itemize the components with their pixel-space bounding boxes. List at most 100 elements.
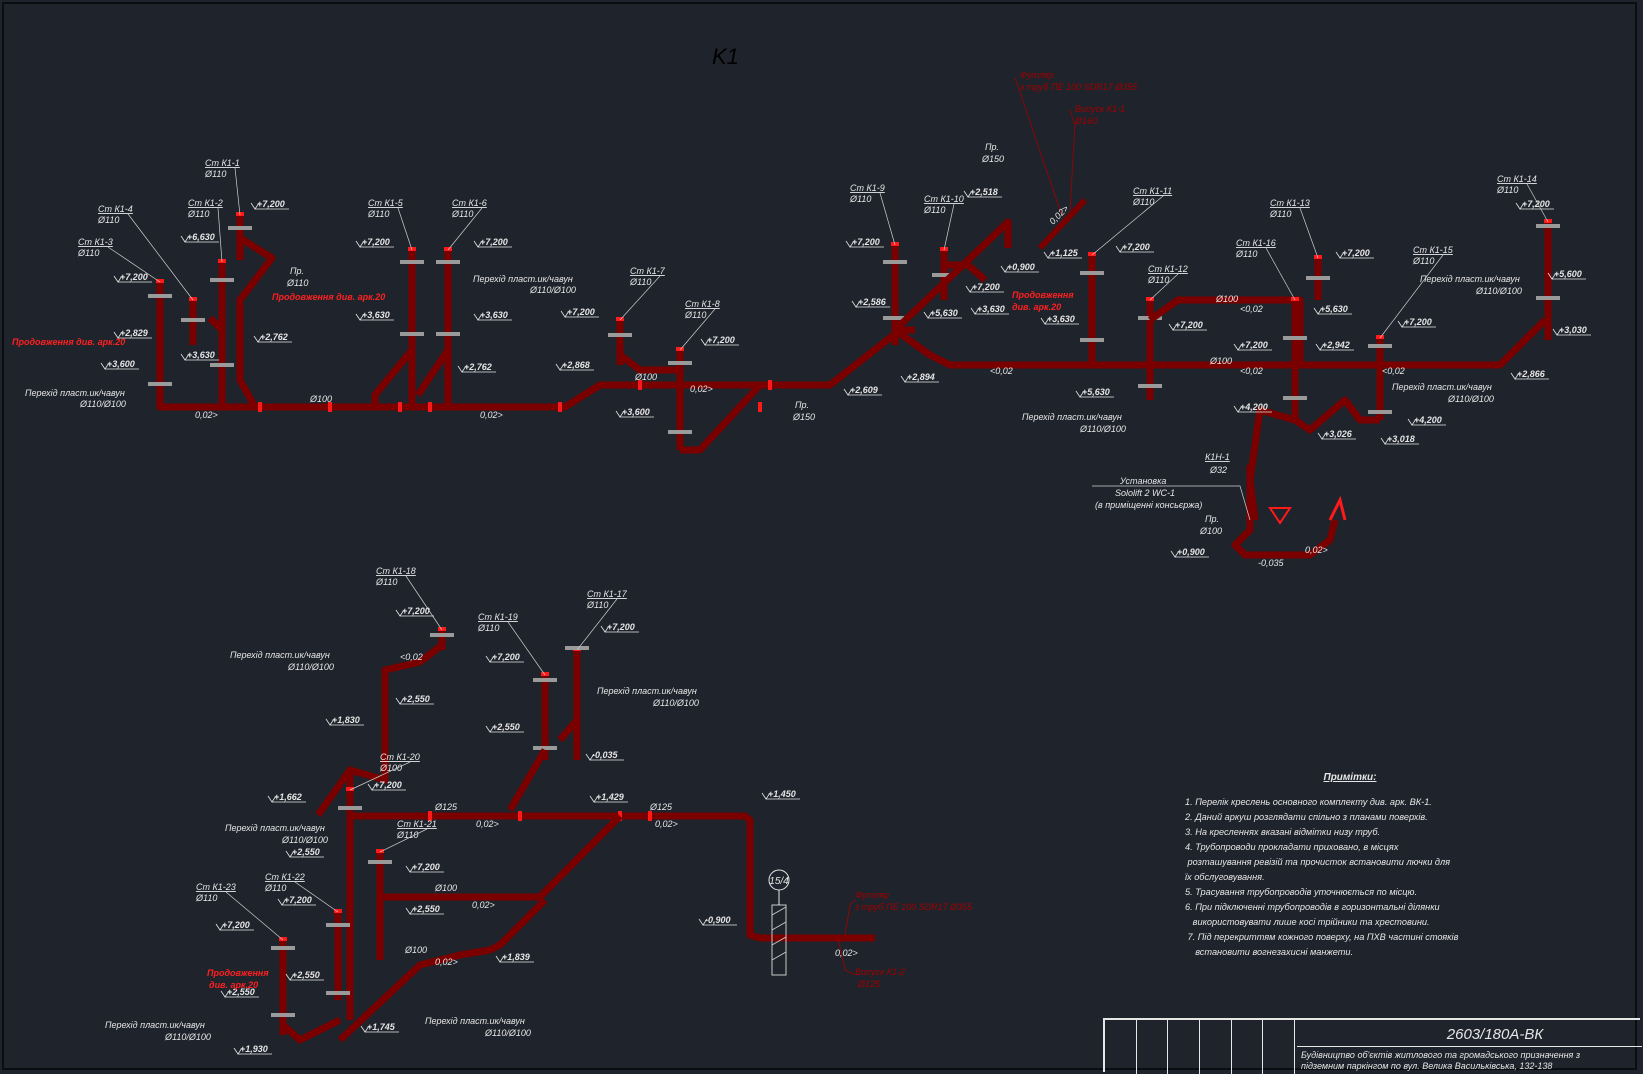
wall-hatch xyxy=(771,936,787,946)
pump-line xyxy=(1246,406,1296,521)
branch-k1-21 xyxy=(380,813,623,901)
level-label: +4,200 xyxy=(1414,415,1442,425)
riser-name: Ст К1-11 xyxy=(1133,186,1172,196)
slope-label: <0,02 xyxy=(400,652,423,662)
riser-diameter: Ø110 xyxy=(195,893,217,903)
continuation-note: Продовження xyxy=(1012,290,1074,300)
level-mark-arrow xyxy=(1317,432,1327,440)
outlet-line xyxy=(892,218,1012,333)
level-label: +2,866 xyxy=(1517,369,1546,379)
riser-cap xyxy=(1088,252,1096,256)
leader-line xyxy=(107,246,161,283)
continuation-note: Продовження xyxy=(207,968,269,978)
level-mark-arrow xyxy=(1000,265,1010,273)
transition-label: Перехід пласт.ик/чавун xyxy=(425,1016,525,1026)
level-mark-arrow xyxy=(233,1047,243,1055)
level-label: +7,200 xyxy=(1240,340,1268,350)
level-label: +7,200 xyxy=(567,307,595,317)
level-mark-arrow xyxy=(1043,251,1053,259)
riser-name: Ст К1-10 xyxy=(924,194,964,204)
project-description-line-2: підземним паркінгом по вул. Велика Васил… xyxy=(1301,1061,1553,1071)
pipe-diameter: Ø100 xyxy=(634,372,657,382)
level-label: +2,609 xyxy=(850,385,878,395)
riser-cap xyxy=(334,909,342,913)
level-mark-arrow xyxy=(761,792,771,800)
slope-label: 0,02> xyxy=(655,819,678,829)
riser-diameter: Ø110 xyxy=(375,577,397,587)
probe-label: Пр. xyxy=(795,400,809,410)
level-label: +7,200 xyxy=(1122,242,1150,252)
axis-label: 15/4 xyxy=(769,876,789,887)
level-label: +7,200 xyxy=(222,920,250,930)
level-mark-arrow xyxy=(250,202,260,210)
transition-label: Перехід пласт.ик/чавун xyxy=(225,823,325,833)
pipe-joint xyxy=(518,811,522,821)
wall-hatch xyxy=(771,951,787,961)
outlet-pipe xyxy=(1037,197,1088,251)
level-mark-arrow xyxy=(1315,343,1325,351)
leader-line xyxy=(943,203,955,251)
riser-cap xyxy=(676,347,684,351)
level-label: -0,035 xyxy=(1258,558,1285,568)
slope-label: 0,02> xyxy=(435,957,458,967)
level-mark-arrow xyxy=(473,313,483,321)
leader-line xyxy=(1299,207,1319,259)
leader-line xyxy=(1091,195,1164,256)
level-label: +7,200 xyxy=(1342,248,1370,258)
level-mark-arrow xyxy=(585,753,595,761)
riser-diameter: Ø110 xyxy=(1412,256,1434,266)
level-label: +3,630 xyxy=(977,304,1005,314)
riser-name: Ст К1-22 xyxy=(265,872,305,882)
level-mark-arrow xyxy=(285,850,295,858)
flow-arrow xyxy=(1328,495,1347,521)
pipe-diameter: Ø100 xyxy=(404,945,427,955)
transition-diameter: Ø110/Ø100 xyxy=(79,399,126,409)
riser-cap xyxy=(1544,219,1552,223)
riser-name: Ст К1-16 xyxy=(1236,238,1276,248)
pipe-joint xyxy=(258,402,262,412)
probe-diameter: Ø100 xyxy=(1199,526,1222,536)
level-mark-arrow xyxy=(180,235,190,243)
outlet-leader xyxy=(1069,109,1076,211)
notes-block: Примітки: 1. Перелік креслень основного … xyxy=(1185,770,1515,960)
leader-line xyxy=(397,207,413,251)
level-label: +7,200 xyxy=(402,606,430,616)
level-mark-arrow xyxy=(1233,405,1243,413)
pump-line-label: К1Н-1 xyxy=(1205,452,1230,462)
level-label: +1,930 xyxy=(240,1044,268,1054)
probe-label: Пр. xyxy=(290,266,304,276)
level-label: +7,200 xyxy=(1522,199,1550,209)
level-label: +7,200 xyxy=(707,335,735,345)
branch-k1-12 xyxy=(1147,296,1304,365)
project-description-line-1: Будівництво об'єктів житлового та громад… xyxy=(1301,1050,1581,1060)
level-mark-arrow xyxy=(1170,550,1180,558)
level-label: +2,829 xyxy=(120,328,148,338)
level-mark-arrow xyxy=(405,865,415,873)
riser-diameter: Ø100 xyxy=(379,763,402,773)
branch-k1-8 xyxy=(680,382,763,454)
level-mark-arrow xyxy=(473,240,483,248)
continuation-note: див. арк.20 xyxy=(1012,302,1061,312)
level-mark-arrow xyxy=(457,365,467,373)
riser-cap xyxy=(616,317,624,321)
riser-diameter: Ø110 xyxy=(396,830,418,840)
level-label: +2,550 xyxy=(412,904,440,914)
outlet-label: Випуск К1-2 xyxy=(855,967,905,977)
level-mark-arrow xyxy=(1510,372,1520,380)
probe-label: Пр. xyxy=(985,142,999,152)
level-label: +2,894 xyxy=(907,372,935,382)
leader-line xyxy=(1092,485,1251,521)
level-mark-arrow xyxy=(555,363,565,371)
slope-label: <0,02 xyxy=(1382,366,1405,376)
level-label: +7,200 xyxy=(1404,317,1432,327)
continuation-note: див. арк.20 xyxy=(209,980,258,990)
level-label: +1,429 xyxy=(596,792,624,802)
riser-cap xyxy=(1376,335,1384,339)
riser-diameter: Ø110 xyxy=(77,248,99,258)
pipe-diameter: Ø100 xyxy=(1209,356,1232,366)
transition-label: Перехід пласт.ик/чавун xyxy=(473,274,573,284)
riser-diameter: Ø110 xyxy=(367,209,389,219)
leader-line xyxy=(507,621,546,676)
leader-line xyxy=(379,828,428,853)
slope-label: 0,02> xyxy=(835,948,858,958)
